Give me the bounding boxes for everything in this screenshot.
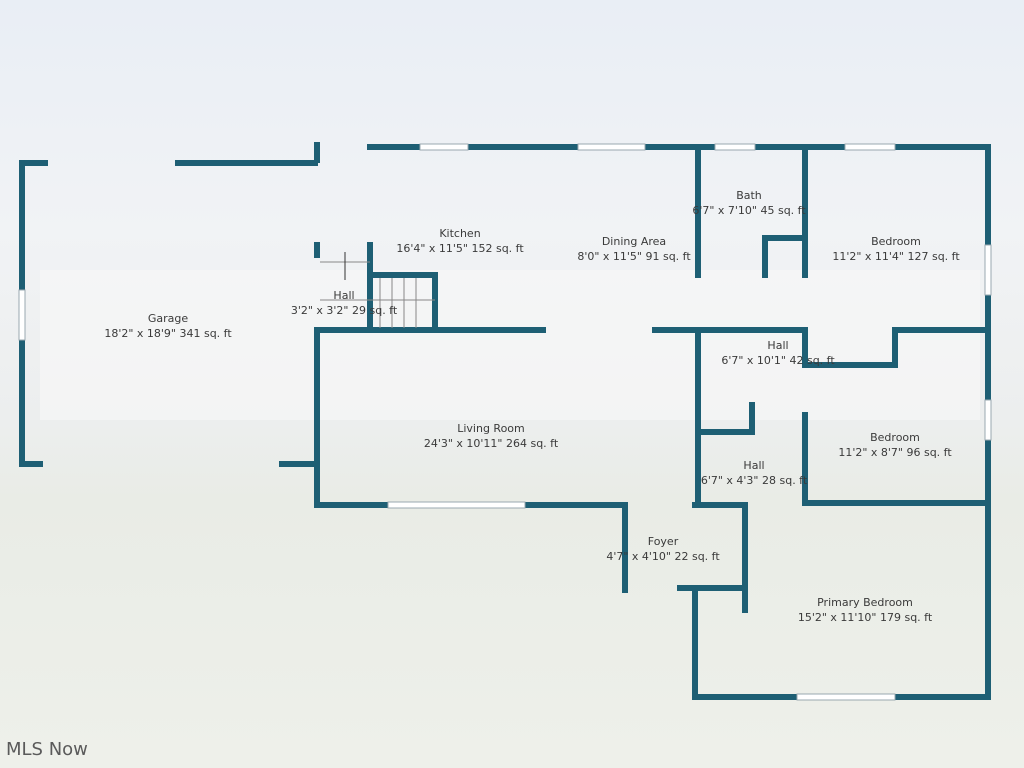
- window: [844, 143, 896, 151]
- room-label-bath: Bath 6'7" x 7'10" 45 sq. ft: [692, 188, 805, 218]
- window: [796, 693, 896, 701]
- room-label-hall-center: Hall 6'7" x 10'1" 42 sq. ft: [721, 338, 834, 368]
- room-label-bedroom-1: Bedroom 11'2" x 11'4" 127 sq. ft: [832, 234, 959, 264]
- room-name: Kitchen: [439, 227, 481, 240]
- room-name: Primary Bedroom: [817, 596, 913, 609]
- room-name: Bath: [736, 189, 762, 202]
- windows: [18, 143, 992, 701]
- room-dims: 11'2" x 8'7" 96 sq. ft: [838, 446, 952, 459]
- room-name: Hall: [743, 459, 765, 472]
- stair-walls: [367, 242, 438, 333]
- room-name: Living Room: [457, 422, 525, 435]
- window: [18, 289, 26, 341]
- bedroom-walls: [802, 412, 991, 506]
- room-name: Hall: [333, 289, 355, 302]
- window: [714, 143, 756, 151]
- room-label-kitchen: Kitchen 16'4" x 11'5" 152 sq. ft: [396, 226, 523, 256]
- window: [387, 501, 526, 509]
- hall-walls: [695, 327, 991, 508]
- room-dims: 24'3" x 10'11" 264 sq. ft: [423, 437, 559, 450]
- stairs: [320, 252, 435, 328]
- room-label-bedroom-2: Bedroom 11'2" x 8'7" 96 sq. ft: [838, 430, 951, 460]
- room-dims: 16'4" x 11'5" 152 sq. ft: [396, 242, 524, 255]
- room-label-garage: Garage 18'2" x 18'9" 341 sq. ft: [104, 311, 231, 341]
- room-name: Bedroom: [870, 431, 920, 444]
- room-dims: 18'2" x 18'9" 341 sq. ft: [104, 327, 232, 340]
- foyer-walls: [622, 502, 748, 700]
- room-dims: 8'0" x 11'5" 91 sq. ft: [577, 250, 691, 263]
- room-label-dining-area: Dining Area 8'0" x 11'5" 91 sq. ft: [577, 234, 690, 264]
- room-name: Foyer: [647, 535, 679, 548]
- room-label-foyer: Foyer 4'7" x 4'10" 22 sq. ft: [606, 534, 719, 564]
- window: [984, 399, 992, 441]
- room-dims: 3'2" x 3'2" 29 sq. ft: [290, 304, 398, 317]
- room-dims: 6'7" x 4'3" 28 sq. ft: [700, 474, 808, 487]
- room-dims: 11'2" x 11'4" 127 sq. ft: [832, 250, 960, 263]
- exterior-bottom: [314, 502, 991, 700]
- walls: [19, 142, 991, 700]
- room-name: Hall: [767, 339, 789, 352]
- watermark: MLS Now: [6, 739, 88, 760]
- room-dims: 6'7" x 10'1" 42 sq. ft: [721, 354, 835, 367]
- window: [984, 244, 992, 296]
- room-label-stair-hall: Hall 3'2" x 3'2" 29 sq. ft: [291, 288, 397, 318]
- bath-walls: [695, 144, 808, 278]
- room-name: Dining Area: [601, 235, 667, 248]
- room-dims: 15'2" x 11'10" 179 sq. ft: [797, 611, 933, 624]
- room-dims: 6'7" x 7'10" 45 sq. ft: [692, 204, 806, 217]
- room-label-hall-lower: Hall 6'7" x 4'3" 28 sq. ft: [701, 458, 807, 488]
- background-house: [40, 270, 980, 420]
- room-name: Garage: [147, 312, 189, 325]
- room-name: Bedroom: [871, 235, 921, 248]
- room-dims: 4'7" x 4'10" 22 sq. ft: [606, 550, 720, 563]
- window: [419, 143, 469, 151]
- window: [577, 143, 646, 151]
- room-label-primary-bedroom: Primary Bedroom 15'2" x 11'10" 179 sq. ft: [798, 595, 932, 625]
- room-label-living-room: Living Room 24'3" x 10'11" 264 sq. ft: [424, 421, 558, 451]
